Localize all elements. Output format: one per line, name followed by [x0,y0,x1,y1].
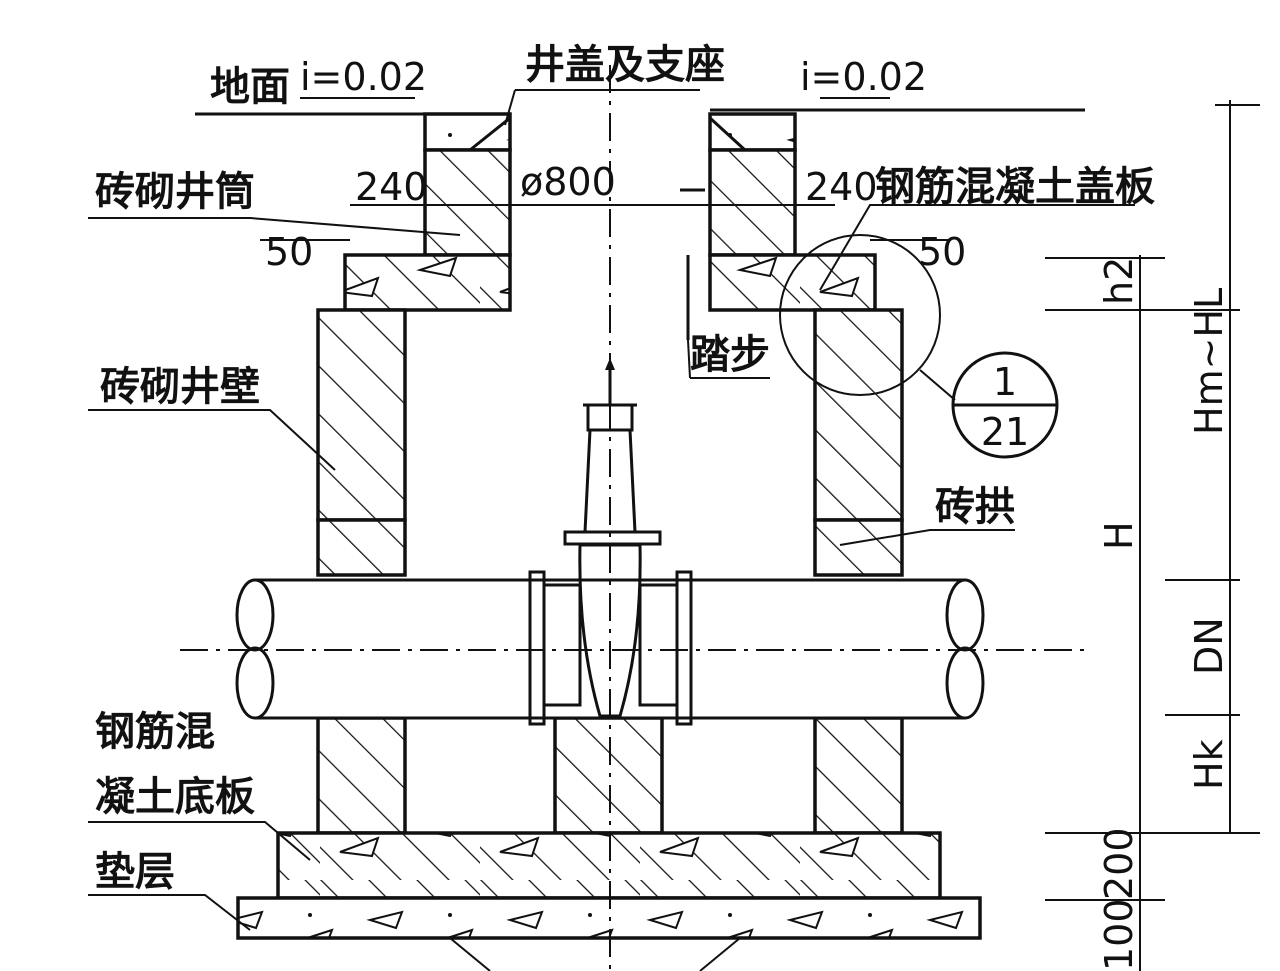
step-marks [680,188,705,340]
gate-valve [528,358,693,726]
leader-lines [88,89,1135,931]
step-label: 踏步 [690,332,770,378]
rc-cover-slab-left [343,253,512,312]
offset-left-dim: 50 [265,230,313,274]
valve-support-pier [553,716,664,835]
dimension-lines [260,100,1260,971]
brick-wall-right-upper [813,308,904,522]
shaft-diameter-dim: ø800 [520,160,616,204]
brick-arch-label: 砖拱 [935,484,1015,530]
ground-line [195,108,1085,116]
h2-dim: h2 [1097,257,1141,305]
hm-hl-dim: Hm~HL [1187,288,1231,435]
offset-right-dim: 50 [918,230,966,274]
ground-label: 地面 [210,64,290,110]
detail-callout [951,351,1059,459]
detail-area-circle [779,234,941,396]
h-dim: H [1097,521,1141,550]
brick-arch-right [813,518,904,577]
slope-left-label: i=0.02 [300,55,427,99]
slope-right-label: i=0.02 [800,55,927,99]
brick-wall-left-upper [316,308,407,522]
detail-callout-bottom: 21 [981,410,1029,454]
dn-dim: DN [1187,617,1231,675]
rc-cover-slab-label: 钢筋混凝土盖板 [875,164,1155,210]
brick-shaft-label: 砖砌井筒 [95,169,255,215]
shaft-wall-right-dim: 240 [805,165,878,209]
cover-support-label: 井盖及支座 [525,42,725,88]
brick-wall-label: 砖砌井壁 [100,364,260,410]
rc-cover-slab-right [708,253,877,312]
brick-shaft-right [708,148,797,257]
brick-wall-left-lower [316,716,407,835]
rc-base-slab-label-2: 凝土底板 [95,774,255,820]
brick-wall-right-lower [813,716,904,835]
cushion-label: 垫层 [95,849,175,895]
base-200-dim: 200 [1097,827,1141,900]
shaft-wall-left-dim: 240 [355,165,428,209]
rc-base-slab-label-1: 钢筋混 [95,709,215,755]
base-100-dim: 100 [1097,898,1141,971]
foundation-below [449,937,741,971]
detail-callout-top: 1 [993,360,1017,404]
brick-arch-left [316,518,407,577]
brick-shaft-left [423,148,512,257]
cover-frame-right [708,112,797,152]
hk-dim: Hk [1187,739,1231,790]
cover-frame-left [423,112,512,152]
